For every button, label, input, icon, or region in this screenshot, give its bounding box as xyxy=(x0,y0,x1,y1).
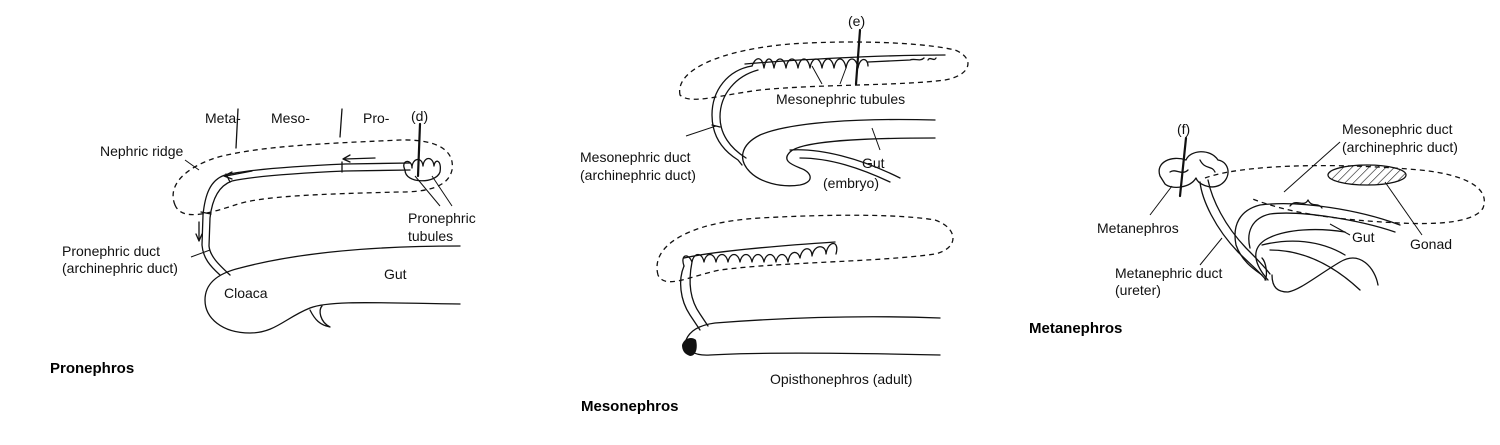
nephric-ridge-label: Nephric ridge xyxy=(100,143,183,159)
gut-label: Gut xyxy=(384,266,407,282)
metanephric-duct-label-1: Metanephric duct xyxy=(1115,265,1223,281)
opisthonephros-ridge-outline xyxy=(656,214,954,283)
pronephric-duct-inner xyxy=(208,169,411,276)
metanephric-ridge-outline xyxy=(1204,164,1485,225)
mesonephric-duct-meta xyxy=(1234,203,1401,276)
meta-meso-divider xyxy=(235,108,239,149)
cloaca-label: Cloaca xyxy=(224,285,268,301)
e-label: (e) xyxy=(848,13,865,29)
f-marker-line xyxy=(1178,136,1188,198)
mesonephric-ridge-outline xyxy=(679,41,969,100)
mesonephric-tubules-top xyxy=(751,58,869,69)
pronephric-duct-label-2: (archinephric duct) xyxy=(62,260,178,276)
mesonephric-duct-top xyxy=(711,65,753,166)
cloaca-tip xyxy=(682,337,697,356)
mesonephros-title: Mesonephros xyxy=(581,398,679,415)
cloaca-notch xyxy=(309,305,331,328)
pro-label: Pro- xyxy=(363,110,390,126)
meta-label: Meta- xyxy=(205,110,241,126)
pronephric-tubules-label-1: Pronephric xyxy=(408,210,476,226)
f-label: (f) xyxy=(1177,121,1190,137)
gut-meta-label: Gut xyxy=(1352,229,1375,245)
pronephros-panel: Meta- Meso- Pro- (d) Nephric ridge Prone… xyxy=(50,108,476,377)
mesonephric-tubules-label: Mesonephric tubules xyxy=(776,91,905,107)
embryo-label: (embryo) xyxy=(823,175,879,191)
opisthonephros-label: Opisthonephros (adult) xyxy=(770,371,912,387)
mesonephric-tubules-bottom xyxy=(682,242,838,267)
opisthonephros-duct xyxy=(679,265,701,331)
gut-meta xyxy=(1255,228,1346,281)
meso-pro-divider xyxy=(339,108,343,138)
mesonephric-duct-meta-label-2: (archinephric duct) xyxy=(1342,139,1458,155)
embryo-body xyxy=(741,118,936,187)
gut-label-meso: Gut xyxy=(862,155,885,171)
pronephric-tubules-label-2: tubules xyxy=(408,228,453,244)
gonad-label: Gonad xyxy=(1410,236,1452,252)
mesonephric-duct-label-2: (archinephric duct) xyxy=(580,167,696,183)
metanephros-label: Metanephros xyxy=(1097,220,1179,236)
mesonephros-panel: (e) Mesonephric tubules Mesonephric duct… xyxy=(580,13,969,415)
metanephric-duct xyxy=(1199,181,1267,281)
d-label: (d) xyxy=(411,108,428,124)
cloaca-body xyxy=(204,245,461,334)
metanephros-body xyxy=(1271,257,1379,293)
metanephros-title: Metanephros xyxy=(1029,320,1122,337)
flow-arrow-2 xyxy=(225,170,253,177)
e-marker-line xyxy=(854,28,862,86)
pronephric-tubules xyxy=(403,157,442,182)
mesonephric-duct-label-1: Mesonephric duct xyxy=(580,149,691,165)
flow-arrow-1 xyxy=(344,157,376,160)
metanephros-kidney xyxy=(1158,151,1229,189)
metanephros-panel: (f) Mesonephric duct (archinephric duct)… xyxy=(1029,121,1485,337)
mesonephric-duct-meta-label-1: Mesonephric duct xyxy=(1342,121,1453,137)
nephric-ridge-outline xyxy=(172,139,453,216)
meso-label: Meso- xyxy=(271,110,310,126)
pronephric-duct xyxy=(201,162,411,276)
gonad xyxy=(1327,164,1407,186)
opisthonephros-body xyxy=(685,316,941,356)
d-marker-line xyxy=(416,122,422,178)
pronephros-title: Pronephros xyxy=(50,360,134,377)
metanephric-duct-label-2: (ureter) xyxy=(1115,282,1161,298)
pronephric-duct-label-1: Pronephric duct xyxy=(62,243,160,259)
